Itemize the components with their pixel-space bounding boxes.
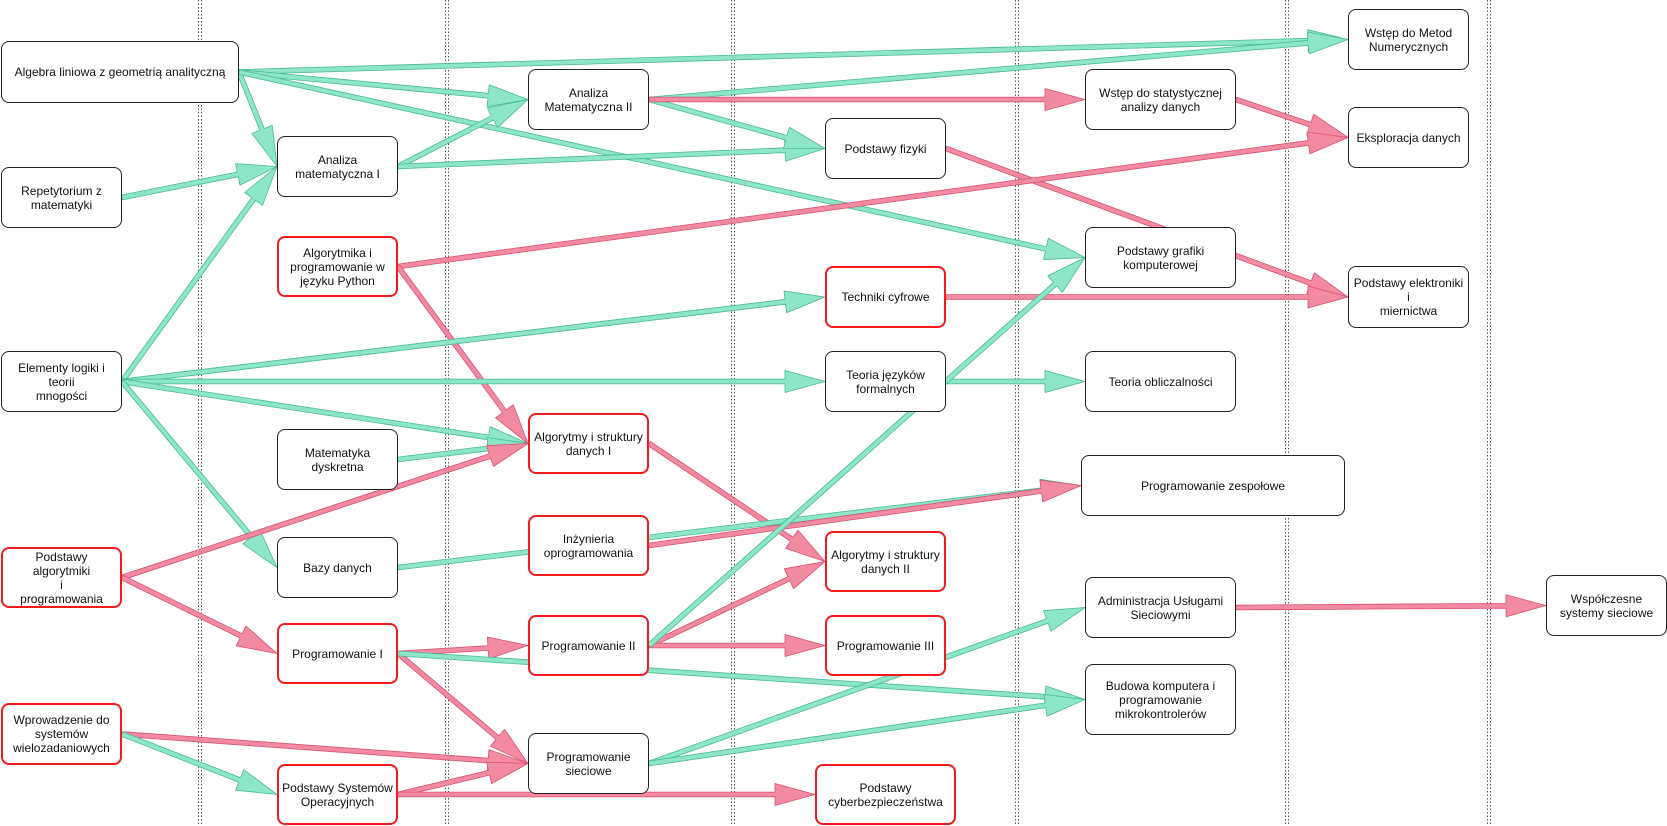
arrow-teoria_jez-to-teoria_obl xyxy=(945,370,1086,393)
arrow-prog2-to-grafika xyxy=(647,257,1086,648)
edges xyxy=(119,29,1547,806)
arrow-repet-to-am1 xyxy=(121,163,278,201)
node-podstawy-systemow-operacyjnych[interactable]: Podstawy Systemów Operacyjnych xyxy=(277,764,398,825)
arrow-am2-to-stat xyxy=(648,88,1086,111)
node-podstawy-grafiki[interactable]: Podstawy grafiki komputerowej xyxy=(1085,227,1236,288)
node-programowanie-sieciowe[interactable]: Programowanie sieciowe xyxy=(528,733,649,794)
arrow-pods_alg-to-prog1 xyxy=(120,574,278,654)
arrow-am2-to-metody_num xyxy=(648,31,1349,103)
arrow-alg_py-to-eksploracja xyxy=(397,131,1349,270)
node-programowanie-2[interactable]: Programowanie II xyxy=(528,615,649,676)
node-teoria-obliczalnosci[interactable]: Teoria obliczalności xyxy=(1085,351,1236,412)
arrow-wprow-to-pso xyxy=(120,731,278,795)
arrow-el_logiki-to-teoria_jez xyxy=(121,370,826,393)
node-inzynieria-oprogramowania[interactable]: Inżynieria oprogramowania xyxy=(528,515,649,576)
node-wstep-statystycznej-analizy[interactable]: Wstęp do statystycznej analizy danych xyxy=(1085,69,1236,130)
arrow-pods_alg-to-aisd1 xyxy=(120,443,529,581)
node-wspolczesne-systemy-sieciowe[interactable]: Współczesne systemy sieciowe xyxy=(1546,575,1667,636)
node-programowanie-1[interactable]: Programowanie I xyxy=(277,623,398,684)
node-podstawy-elektroniki[interactable]: Podstawy elektroniki i miernictwa xyxy=(1348,266,1469,328)
arrow-alg_lin-to-am2 xyxy=(238,69,529,108)
node-algorytmy-struktury-2[interactable]: Algorytmy i struktury danych II xyxy=(825,531,946,592)
arrow-prog1-to-prog_siec xyxy=(395,651,529,764)
node-algorytmika-python[interactable]: Algorytmika i programowanie w języku Pyt… xyxy=(277,236,398,297)
node-podstawy-cyberbezpieczenstwa[interactable]: Podstawy cyberbezpieczeństwa xyxy=(815,764,956,825)
node-wstep-metod-numerycznych[interactable]: Wstęp do Metod Numerycznych xyxy=(1348,9,1469,70)
node-algorytmy-struktury-1[interactable]: Algorytmy i struktury danych I xyxy=(528,413,649,474)
arrow-inz-to-prog_zesp xyxy=(648,479,1082,549)
arrow-prog_siec-to-admin xyxy=(647,607,1086,767)
arrow-prog1-to-budowa xyxy=(397,650,1086,709)
arrow-alg_lin-to-grafika xyxy=(238,69,1086,261)
node-repetytorium[interactable]: Repetytorium z matematyki xyxy=(1,167,122,228)
arrow-alg_lin-to-am1 xyxy=(236,70,278,167)
arrow-am2-to-fizyka xyxy=(648,96,826,149)
node-eksploracja-danych[interactable]: Eksploracja danych xyxy=(1348,107,1469,168)
node-analiza-matematyczna-1[interactable]: Analiza matematyczna I xyxy=(277,136,398,197)
arrow-alg_py-to-aisd1 xyxy=(395,264,529,444)
node-algebra-liniowa[interactable]: Algebra liniowa z geometrią analityczną xyxy=(1,41,239,103)
node-programowanie-zespolowe[interactable]: Programowanie zespołowe xyxy=(1081,455,1345,516)
node-wprowadzenie-systemow[interactable]: Wprowadzenie do systemów wielozadaniowyc… xyxy=(1,703,122,765)
arrow-stat-to-eksploracja xyxy=(1234,96,1349,138)
node-administracja-uslugami[interactable]: Administracja Usługami Sieciowymi xyxy=(1085,577,1236,638)
arrow-el_logiki-to-bazy xyxy=(119,379,278,568)
arrow-admin-to-wspolczesne xyxy=(1235,594,1547,618)
arrow-prog_siec-to-budowa xyxy=(648,694,1086,767)
arrow-prog2-to-prog3 xyxy=(648,634,826,657)
node-budowa-komputera[interactable]: Budowa komputera i programowanie mikroko… xyxy=(1085,664,1236,735)
node-matematyka-dyskretna[interactable]: Matematyka dyskretna xyxy=(277,429,398,490)
arrow-el_logiki-to-am1 xyxy=(119,166,278,384)
arrow-pso-to-cyber xyxy=(397,783,816,806)
arrow-bazy-to-prog_zesp xyxy=(397,478,1082,571)
arrow-pso-to-prog_siec xyxy=(396,761,529,798)
node-techniki-cyfrowe[interactable]: Techniki cyfrowe xyxy=(825,266,946,328)
node-analiza-matematyczna-2[interactable]: Analiza Matematyczna II xyxy=(528,69,649,130)
node-bazy-danych[interactable]: Bazy danych xyxy=(277,537,398,598)
node-programowanie-3[interactable]: Programowanie III xyxy=(825,615,946,676)
node-elementy-logiki[interactable]: Elementy logiki i teorii mnogości xyxy=(1,351,122,412)
node-podstawy-algorytmiki[interactable]: Podstawy algorytmiki i programowania xyxy=(1,547,122,608)
arrow-techniki-to-elektronika xyxy=(945,285,1349,309)
node-podstawy-fizyki[interactable]: Podstawy fizyki xyxy=(825,118,946,179)
arrow-el_logiki-to-techniki xyxy=(121,290,826,385)
arrow-prog2-to-aisd2 xyxy=(647,561,826,649)
node-teoria-jezykow-formalnych[interactable]: Teoria języków formalnych xyxy=(825,351,946,412)
arrow-am1-to-am2 xyxy=(396,99,529,170)
